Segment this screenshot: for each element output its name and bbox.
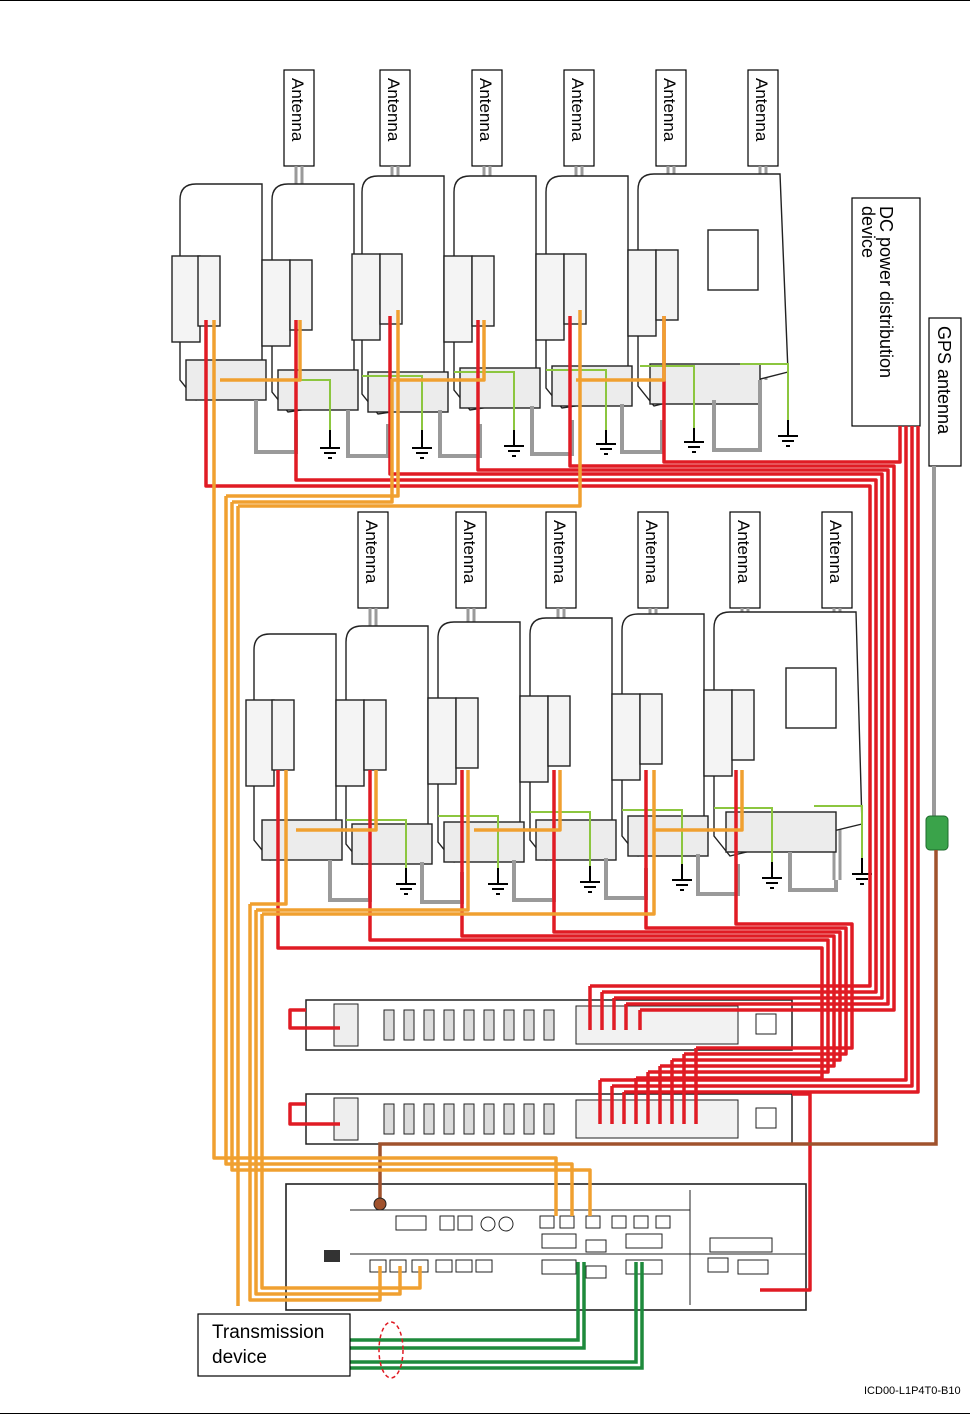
antenna-label-box: Antenna: [456, 512, 486, 608]
rru-unit: [536, 176, 632, 408]
gps-label: GPS antenna: [934, 326, 954, 435]
dc-power-label-line2: device: [858, 206, 878, 258]
rru-unit: [428, 622, 524, 862]
antenna-label: Antenna: [476, 78, 495, 142]
transmission-label-line2: device: [212, 1347, 267, 1368]
rru-unit: [172, 184, 266, 400]
dc-power-label-line1: DC power distribution: [876, 206, 896, 378]
antenna-label-box: Antenna: [748, 70, 778, 166]
antenna-label-box: Antenna: [638, 512, 668, 608]
antenna-label-box: Antenna: [546, 512, 576, 608]
antenna-label: Antenna: [384, 78, 403, 142]
top-antenna-labels: Antenna Antenna Antenna Antenna Antenna …: [284, 70, 778, 166]
rru-unit: [246, 634, 342, 860]
antenna-label-box: Antenna: [472, 70, 502, 166]
figure-id: ICD00-L1P4T0-B10: [864, 1385, 961, 1397]
antenna-label-box: Antenna: [730, 512, 760, 608]
gps-antenna-label: GPS antenna: [929, 318, 961, 466]
antenna-label-box: Antenna: [358, 512, 388, 608]
power-distribution-unit-lower: [306, 1094, 792, 1144]
antenna-label-box: Antenna: [564, 70, 594, 166]
rru-unit: [704, 612, 862, 856]
rru-unit: [520, 618, 616, 860]
baseband-unit: [286, 1184, 806, 1310]
antenna-label-box: Antenna: [822, 512, 852, 608]
antenna-label: Antenna: [660, 78, 679, 142]
antenna-label: Antenna: [568, 78, 587, 142]
antenna-label: Antenna: [734, 520, 753, 584]
antenna-label: Antenna: [826, 520, 845, 584]
antenna-label: Antenna: [752, 78, 771, 142]
rru-unit: [444, 176, 540, 410]
dc-power-distribution-label: DC power distribution device: [852, 198, 920, 426]
antenna-label-box: Antenna: [656, 70, 686, 166]
antenna-label: Antenna: [288, 78, 307, 142]
top-rru-row: [172, 174, 788, 414]
rru-unit: [262, 184, 358, 412]
middle-antenna-labels: Antenna Antenna Antenna Antenna Antenna …: [358, 512, 852, 608]
power-distribution-unit-upper: [306, 1000, 792, 1050]
antenna-label-box: Antenna: [380, 70, 410, 166]
antenna-label-box: Antenna: [284, 70, 314, 166]
rru-unit: [612, 614, 708, 856]
antenna-label: Antenna: [362, 520, 381, 584]
antenna-label: Antenna: [550, 520, 569, 584]
transmission-label-line1: Transmission: [212, 1322, 324, 1343]
antenna-label: Antenna: [642, 520, 661, 584]
rru-unit: [628, 174, 788, 406]
antenna-label: Antenna: [460, 520, 479, 584]
transmission-device-label: Transmission device: [198, 1314, 350, 1376]
